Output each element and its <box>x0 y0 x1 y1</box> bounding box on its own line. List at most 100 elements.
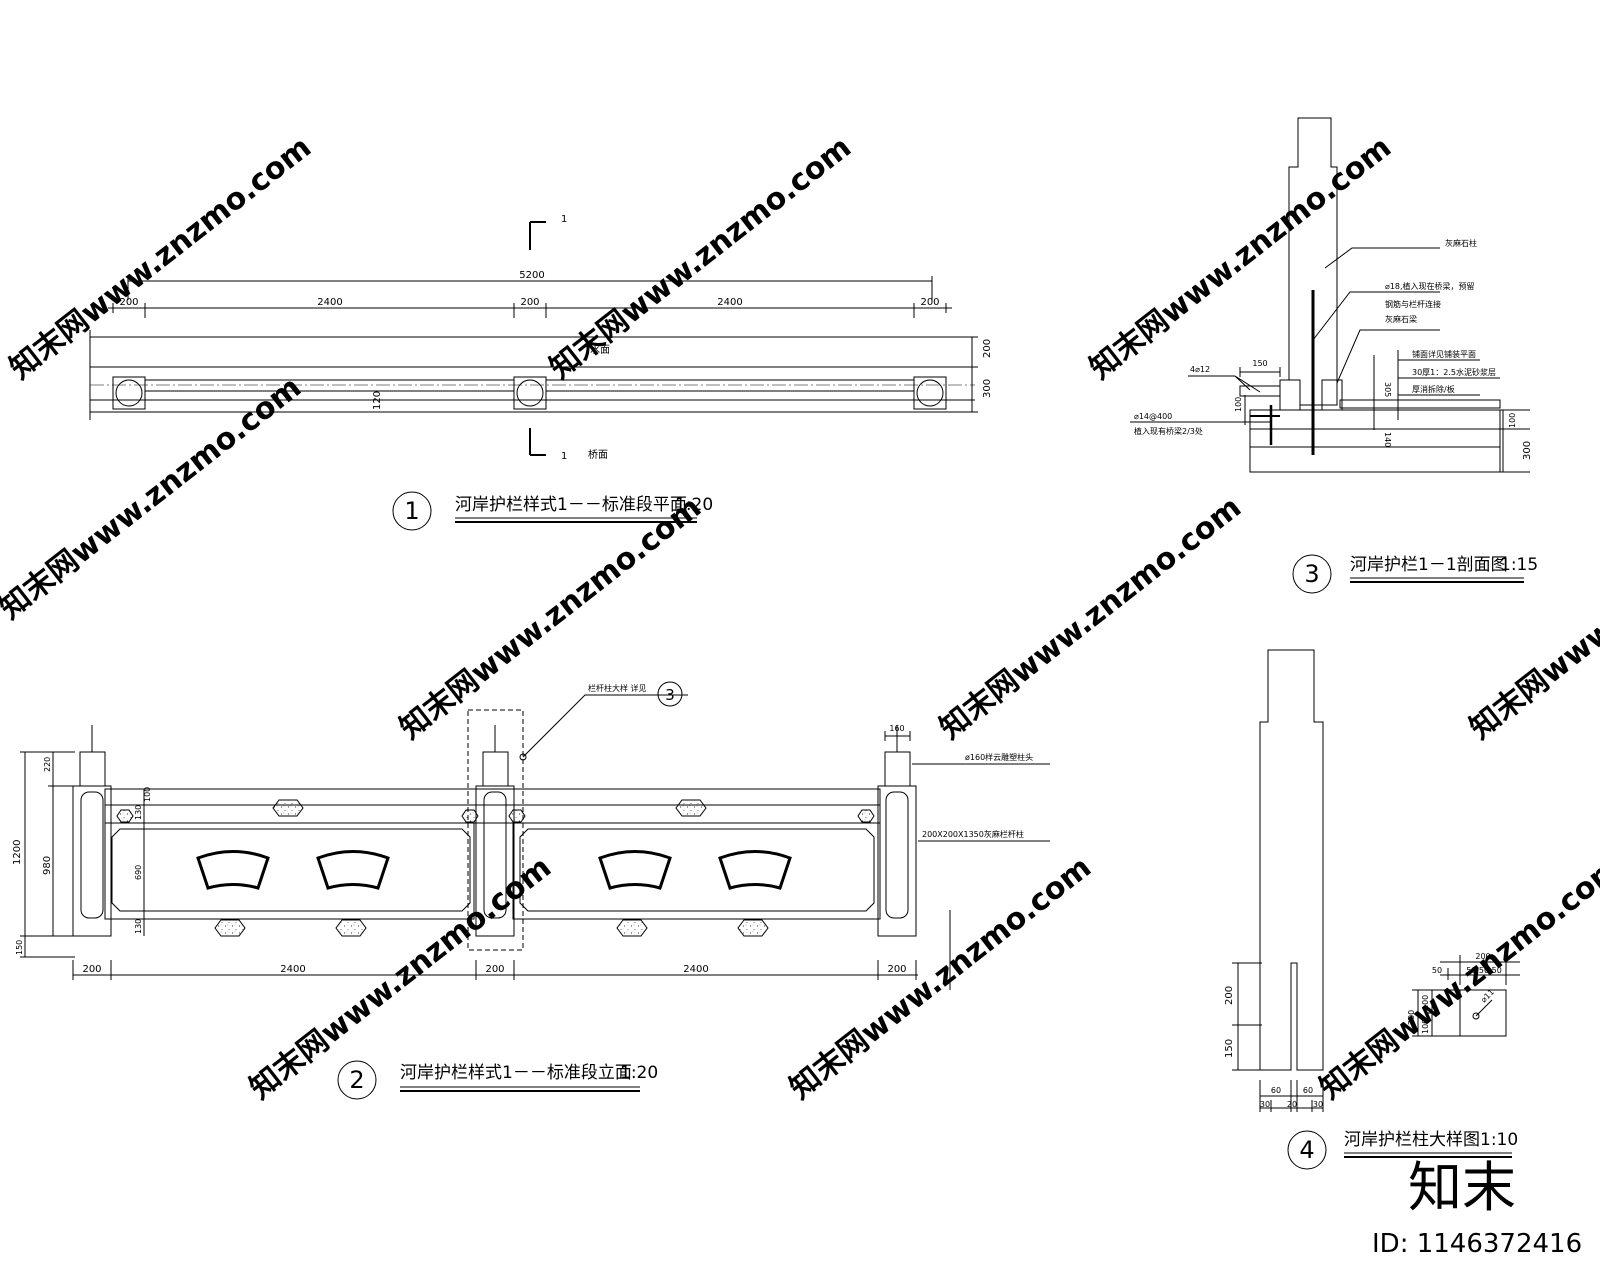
section-dim: 140 <box>1383 432 1392 447</box>
detail-plan-dim: 50 <box>1432 966 1442 975</box>
section-dim: 300 <box>1522 441 1533 460</box>
view-number: 1 <box>404 497 419 525</box>
watermark: 知末网www.znzmo.com <box>933 490 1248 747</box>
elevation-post <box>467 709 524 951</box>
rail-dim: 120 <box>372 391 383 410</box>
detail-view: 200 150 60 60 30 20 30 ⌀11 200 50 50,50,… <box>1224 649 1520 1170</box>
left-dim: 220 <box>43 757 52 772</box>
view-number-circle <box>392 491 432 531</box>
elevation-title-block: 2 河岸护栏样式1－－标准段立面 1:20 <box>337 1060 658 1100</box>
section-dim: 100 <box>1508 413 1517 428</box>
section-note: 钢筋与栏杆连接 <box>1385 299 1441 309</box>
dim-span: 200 <box>119 297 138 308</box>
note-post: 200X200X1350灰麻栏杆柱 <box>922 829 1024 839</box>
dim-span: 200 <box>920 297 939 308</box>
bottom-dim: 200 <box>82 964 101 975</box>
elevation-scale: 1:20 <box>620 1063 658 1083</box>
section-left-note: 植入现有桥梁2/3处 <box>1134 426 1203 436</box>
detail-dim: 200 <box>1224 986 1235 1005</box>
section-mark-bottom: 1 <box>561 451 567 462</box>
detail-plan-dim: 100 <box>1421 1019 1430 1034</box>
dim-span: 2400 <box>717 297 742 308</box>
section-title-block: 3 河岸护栏1－1剖面图 1:15 <box>1292 554 1538 594</box>
dim-overall: 5200 <box>519 270 544 281</box>
right-dim: 200 <box>982 339 993 358</box>
brand-logo: 知末 <box>1408 1156 1516 1219</box>
section-mark-top: 1 <box>561 214 567 225</box>
fan-opening <box>196 850 270 890</box>
fan-opening <box>316 850 390 890</box>
callout-post-text: 栏杆柱大样 详见 <box>588 683 647 693</box>
bottom-dim: 2400 <box>683 964 708 975</box>
dim-span: 2400 <box>317 297 342 308</box>
elevation-title: 河岸护栏样式1－－标准段立面 <box>400 1063 632 1083</box>
section-dim: 305 <box>1383 382 1392 397</box>
fan-opening <box>598 850 672 890</box>
section-left-note: 4⌀12 <box>1190 365 1210 374</box>
plan-title: 河岸护栏样式1－－标准段平面 <box>455 495 687 515</box>
inner-dim: 100 <box>143 787 152 802</box>
watermark: 知末网www.znzmo.com <box>393 490 708 747</box>
elevation-view: 栏杆柱大样 详见 3 160 ø160样云雕塑柱头 200X200X1350灰麻… <box>12 681 1050 1100</box>
detail-dim: 30 <box>1260 1100 1270 1109</box>
watermark: 知末网www.znzmo.com <box>1463 490 1600 747</box>
water-label: 水面 <box>590 344 610 356</box>
plan-post <box>913 376 947 410</box>
bottom-dim: 200 <box>485 964 504 975</box>
section-left-note: ⌀14@400 <box>1134 412 1172 421</box>
detail-scale: 1:10 <box>1480 1130 1518 1150</box>
watermark: 知末网www.znzmo.com <box>783 850 1098 1107</box>
post-plan-square <box>1459 989 1507 1037</box>
balustrade-panel <box>111 828 471 912</box>
detail-plan-dim: 50,50,50 <box>1466 966 1502 975</box>
section-cut-bottom <box>529 428 546 456</box>
plan-view: 1 1 桥面 5200 200 2400 200 2400 200 水面 120 <box>89 214 993 531</box>
elevation-post <box>72 725 112 937</box>
bottom-dim: 200 <box>887 964 906 975</box>
callout-leader <box>522 694 688 758</box>
watermark: 知末网www.znzmo.com <box>3 130 318 387</box>
plan-post <box>112 376 146 410</box>
bottom-dim: 2400 <box>280 964 305 975</box>
bridge-slab <box>1249 409 1501 473</box>
section-note: 30厚1：2.5水泥砂浆层 <box>1412 367 1496 377</box>
inner-dim: 130 <box>134 805 143 820</box>
detail-dim: 60 <box>1271 1086 1281 1095</box>
fan-opening <box>718 850 792 890</box>
section-note: 铺面详见铺装平面 <box>1412 349 1476 359</box>
balustrade-panel <box>519 828 875 912</box>
watermarks: 知末网www.znzmo.com 知末网www.znzmo.com 知末网www… <box>0 130 1600 1107</box>
inner-dim: 690 <box>134 865 143 880</box>
detail-plan-dim: 100 <box>1421 995 1430 1010</box>
watermark: 知末网www.znzmo.com <box>1083 130 1398 387</box>
post-callout-box <box>467 709 524 951</box>
view-number: 4 <box>1299 1136 1314 1164</box>
note-cap: ø160样云雕塑柱头 <box>965 752 1033 762</box>
detail-title-block: 4 河岸护栏柱大样图 1:10 <box>1287 1130 1518 1170</box>
right-dim: 300 <box>982 379 993 398</box>
resource-id: ID: 1146372416 <box>1372 1229 1582 1259</box>
dim-span: 200 <box>520 297 539 308</box>
detail-dim: 20 <box>1287 1100 1297 1109</box>
callout-ref: 3 <box>665 686 675 704</box>
elevation-post <box>877 725 917 937</box>
detail-dim: 150 <box>1224 1039 1235 1058</box>
left-dim: 980 <box>42 856 53 875</box>
plan-title-block: 1 河岸护栏样式1－－标准段平面 1:20 <box>392 491 713 531</box>
detail-plan-dim: 200 <box>1407 1010 1416 1025</box>
plan-post <box>513 376 547 410</box>
detail-plan-dim: 200 <box>1475 952 1490 961</box>
watermark: 知末网www.znzmo.com <box>1313 850 1600 1107</box>
detail-dim: 60 <box>1303 1086 1313 1095</box>
left-dim: 1200 <box>12 840 23 865</box>
section-scale: 1:15 <box>1500 555 1538 575</box>
left-dim: 150 <box>15 940 24 955</box>
section-note: 灰麻石梁 <box>1385 314 1417 324</box>
detail-post <box>1259 649 1324 1071</box>
post-width-dim: 160 <box>889 724 904 733</box>
section-dim: 150 <box>1252 359 1267 368</box>
section-cut-top <box>529 221 546 250</box>
view-number: 3 <box>1304 560 1319 588</box>
section-note: ⌀18,植入现在桥梁，预留 <box>1385 281 1475 291</box>
